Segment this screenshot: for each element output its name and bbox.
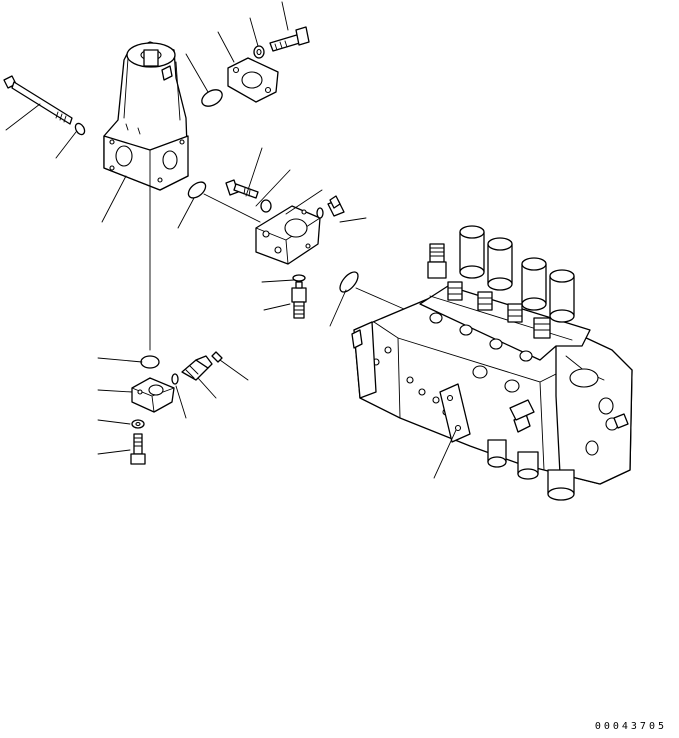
middle-flange (255, 205, 321, 265)
top-washer (253, 45, 265, 59)
top-fitting-5 (533, 317, 551, 339)
lower-washer (131, 419, 145, 429)
connector (291, 281, 307, 319)
solenoid-1 (459, 225, 485, 279)
right-end-fitting (613, 413, 629, 429)
fitting-upper (327, 195, 345, 217)
solenoid-4 (549, 269, 575, 323)
top-fitting-3 (477, 291, 493, 311)
top-bolt (269, 26, 310, 52)
lower-flange (131, 377, 175, 413)
side-fitting (509, 399, 535, 433)
bottom-port-1 (487, 439, 507, 468)
bottom-port-3 (547, 469, 575, 501)
middle-axis-line (203, 193, 261, 223)
bottom-port-2 (517, 451, 539, 480)
lower-fitting (181, 355, 213, 381)
middle-washer (260, 199, 272, 213)
solenoid-3 (521, 257, 547, 311)
top-flange (227, 57, 279, 103)
middle-o-ring-right (339, 271, 359, 293)
small-o-ring-mid (292, 274, 306, 282)
top-fitting-4 (507, 303, 523, 323)
middle-bolt (225, 179, 259, 199)
control-valve (351, 225, 633, 501)
bracket (439, 383, 471, 443)
lower-o-ring (140, 355, 160, 369)
middle-o-ring-left (187, 181, 207, 199)
solenoid-2 (487, 237, 513, 291)
lower-bolt (130, 433, 146, 465)
lower-plug (211, 351, 223, 363)
long-bolt (3, 75, 73, 125)
lower-small-o-ring (171, 373, 179, 385)
long-bolt-washer (74, 122, 86, 136)
leader-lines (5, 1, 457, 479)
top-o-ring (201, 89, 223, 107)
drawing-number: 00043705 (594, 721, 667, 732)
small-o-ring-upper (316, 207, 324, 219)
top-fitting-2 (447, 281, 463, 301)
top-fitting-1 (427, 243, 447, 279)
elbow-housing (103, 41, 189, 191)
